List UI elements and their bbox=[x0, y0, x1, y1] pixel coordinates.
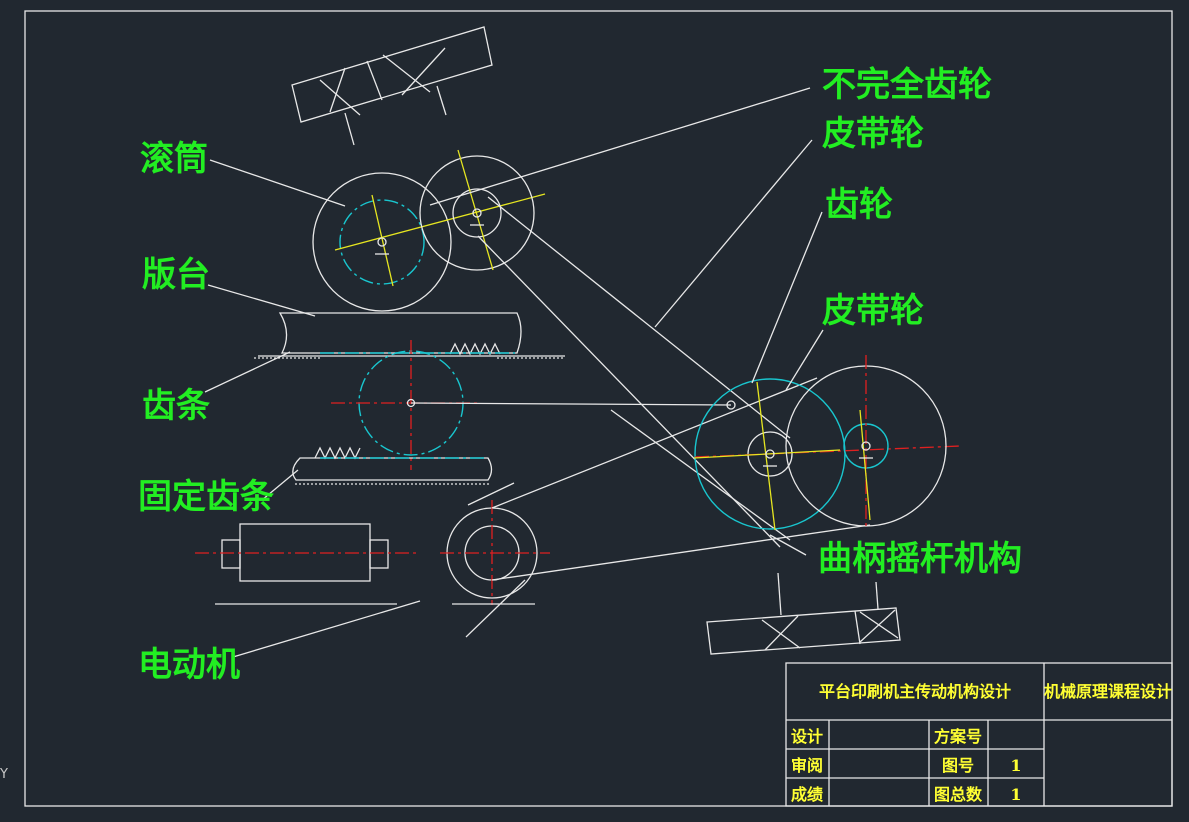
rack-gear bbox=[331, 340, 736, 470]
total-drawings-value: 1 bbox=[1010, 785, 1021, 804]
grade-label: 成绩 bbox=[791, 785, 823, 804]
drawing-number-label: 图号 bbox=[942, 756, 974, 775]
title-course-name: 机械原理课程设计 bbox=[1044, 682, 1172, 701]
leader-lines bbox=[204, 87, 824, 658]
label-incomplete-gear: 不完全齿轮 bbox=[822, 65, 992, 105]
label-belt-pulley-top: 皮带轮 bbox=[822, 114, 924, 154]
plate-table bbox=[254, 312, 565, 359]
gear-pair bbox=[693, 355, 961, 531]
label-crank-rocker: 曲柄摇杆机构 bbox=[818, 539, 1022, 579]
top-feed-box bbox=[291, 26, 493, 146]
drawing-frame bbox=[24, 10, 1173, 807]
bottom-feed-box bbox=[706, 572, 901, 655]
label-drum: 滚筒 bbox=[140, 139, 208, 179]
label-plate-table: 版台 bbox=[142, 255, 210, 295]
motor bbox=[195, 523, 420, 605]
scheme-label: 方案号 bbox=[934, 727, 982, 746]
motor-pulley bbox=[440, 482, 550, 638]
design-label: 设计 bbox=[791, 727, 823, 746]
title-drawing-name: 平台印刷机主传动机构设计 bbox=[819, 682, 1011, 701]
drawing-number-value: 1 bbox=[1010, 756, 1021, 775]
label-rack: 齿条 bbox=[142, 386, 210, 426]
belt-lines bbox=[477, 196, 871, 581]
ucs-axis-marker: Y bbox=[0, 767, 8, 782]
review-label: 审阅 bbox=[791, 756, 823, 775]
fixed-rack bbox=[292, 446, 493, 485]
label-belt-pulley-mid: 皮带轮 bbox=[822, 291, 924, 331]
label-gear: 齿轮 bbox=[825, 185, 893, 225]
drum-assembly bbox=[312, 149, 546, 312]
title-block: 平台印刷机主传动机构设计 机械原理课程设计 设计 审阅 成绩 方案号 图号 图总… bbox=[785, 662, 1173, 807]
label-fixed-rack: 固定齿条 bbox=[138, 477, 274, 517]
total-drawings-label: 图总数 bbox=[934, 785, 983, 804]
label-motor: 电动机 bbox=[138, 645, 240, 685]
